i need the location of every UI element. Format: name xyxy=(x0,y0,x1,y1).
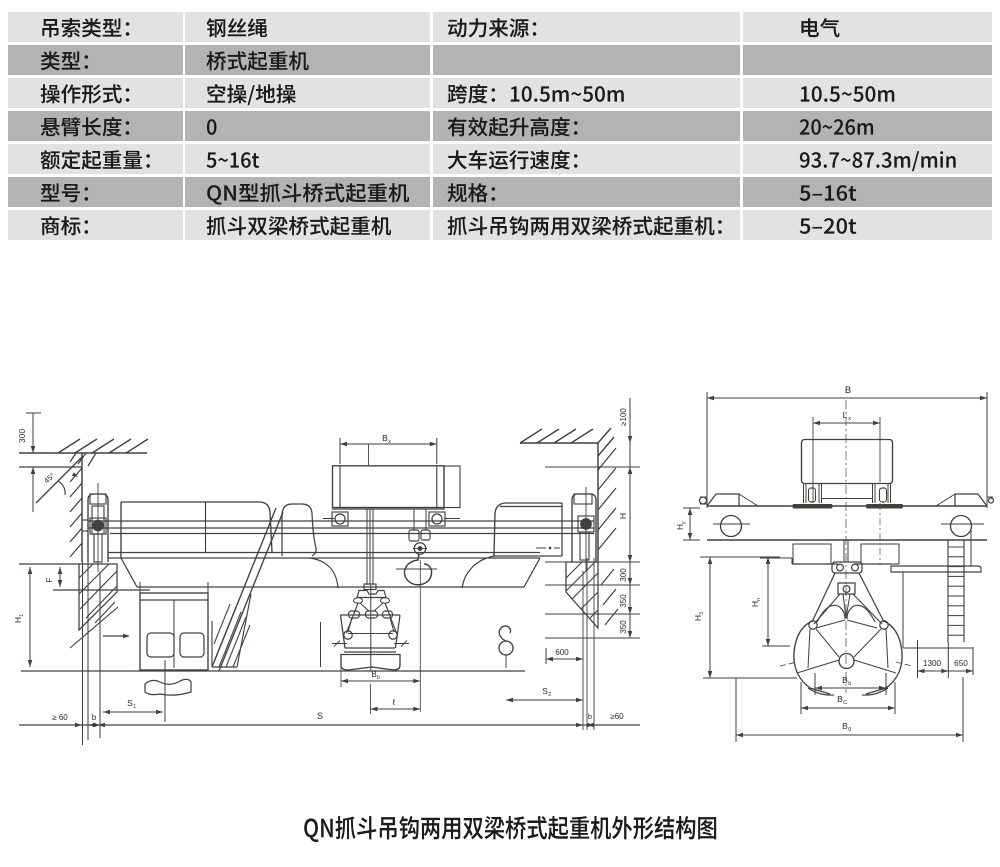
svg-text:H: H xyxy=(618,513,628,519)
svg-text:y: y xyxy=(681,521,687,524)
svg-text:2: 2 xyxy=(548,692,551,698)
svg-text:300: 300 xyxy=(619,568,628,582)
svg-text:n: n xyxy=(756,598,762,601)
svg-text:1: 1 xyxy=(133,704,136,710)
svg-text:B: B xyxy=(842,721,848,731)
svg-text:S: S xyxy=(127,698,133,708)
svg-text:0: 0 xyxy=(848,727,851,733)
svg-text:b: b xyxy=(92,713,97,722)
svg-text:B: B xyxy=(382,433,388,443)
svg-text:B: B xyxy=(837,694,843,704)
svg-text:F: F xyxy=(45,577,54,582)
svg-text:S: S xyxy=(542,686,548,696)
svg-text:350: 350 xyxy=(619,620,628,634)
svg-text:1300: 1300 xyxy=(923,659,942,668)
svg-text:B: B xyxy=(845,385,851,396)
svg-text:L: L xyxy=(843,410,848,420)
svg-text:H: H xyxy=(693,615,703,621)
svg-text:300: 300 xyxy=(17,429,27,443)
svg-text:≥60: ≥60 xyxy=(610,712,624,721)
svg-text:350: 350 xyxy=(619,594,628,608)
svg-text:3: 3 xyxy=(699,612,705,615)
svg-text:B: B xyxy=(371,670,376,679)
svg-text:x: x xyxy=(388,439,391,445)
svg-text:600: 600 xyxy=(555,648,569,657)
svg-text:b: b xyxy=(377,675,380,681)
svg-text:H: H xyxy=(13,617,23,623)
svg-text:≥ 60: ≥ 60 xyxy=(52,713,68,722)
svg-text:b: b xyxy=(588,712,592,721)
svg-text:x: x xyxy=(848,416,851,422)
svg-text:C: C xyxy=(843,700,847,706)
svg-text:H: H xyxy=(750,601,760,607)
svg-text:S: S xyxy=(317,711,323,721)
svg-text:H: H xyxy=(676,524,685,530)
svg-text:≥100: ≥100 xyxy=(619,408,628,426)
svg-text:b: b xyxy=(848,681,851,687)
svg-text:ℓ: ℓ xyxy=(392,697,396,707)
svg-text:B: B xyxy=(842,675,848,685)
svg-text:1: 1 xyxy=(19,614,25,617)
svg-text:650: 650 xyxy=(954,659,968,668)
